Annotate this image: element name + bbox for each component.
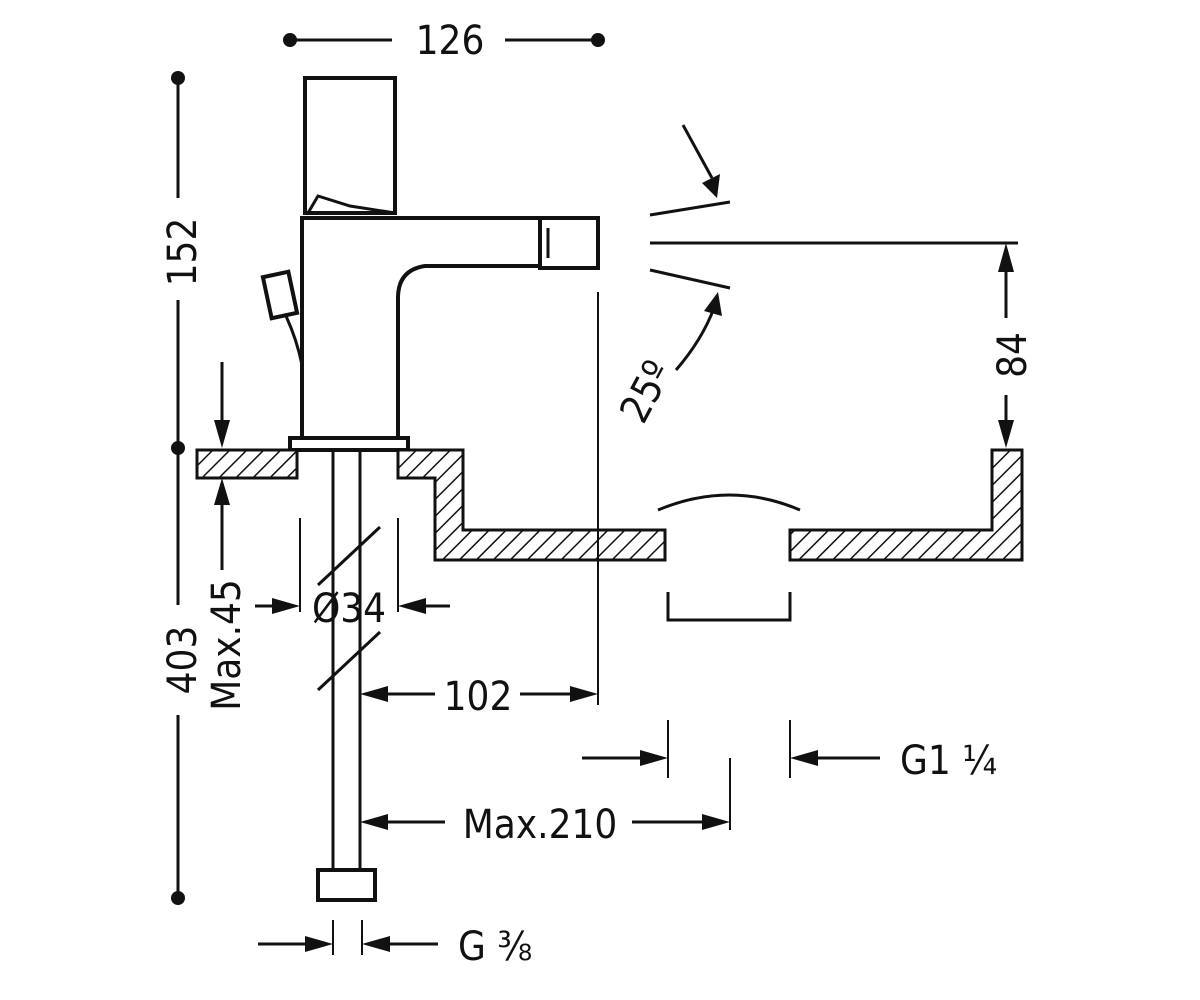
dimension-spout-reach: 102 — [360, 292, 599, 720]
label-max-thickness: Max.45 — [204, 579, 250, 711]
label-top-width: 126 — [416, 18, 485, 64]
dimension-left-chain: 152 403 — [160, 71, 206, 905]
popup-rod — [260, 269, 304, 366]
aerator — [538, 216, 600, 270]
dimension-top-width: 126 — [283, 18, 605, 64]
label-spout-height: 84 — [990, 332, 1036, 378]
label-drain-thread: G1 ¼ — [900, 738, 997, 784]
base-flange — [288, 436, 410, 452]
dimension-max-thickness: Max.45 — [204, 362, 250, 711]
dimension-hole-diameter: Ø34 — [255, 518, 450, 632]
faucet-body — [260, 76, 600, 902]
spout-body — [300, 216, 542, 440]
dimension-supply-thread: G ⅜ — [258, 920, 532, 970]
lever-handle — [303, 76, 397, 215]
label-angle: 25º — [611, 353, 681, 430]
label-spout-reach: 102 — [444, 674, 513, 720]
label-supply-thread: G ⅜ — [458, 924, 532, 970]
drain-plug — [657, 493, 801, 512]
label-faucet-height: 152 — [160, 218, 206, 287]
label-total-height: 403 — [160, 626, 206, 695]
countertop-left — [195, 448, 299, 480]
dimension-spout-height: 84 — [650, 241, 1036, 448]
dimension-max-distance: Max.210 — [360, 758, 731, 848]
drain-body — [666, 592, 792, 622]
label-max-distance: Max.210 — [463, 802, 618, 848]
supply-nut — [316, 868, 377, 902]
bowl-wall-right — [788, 448, 1024, 562]
label-hole-diameter: Ø34 — [312, 586, 386, 632]
bowl-wall-left — [396, 448, 667, 562]
dimension-drain-thread: G1 ¼ — [582, 720, 997, 784]
spray-angle: 25º — [611, 124, 731, 430]
